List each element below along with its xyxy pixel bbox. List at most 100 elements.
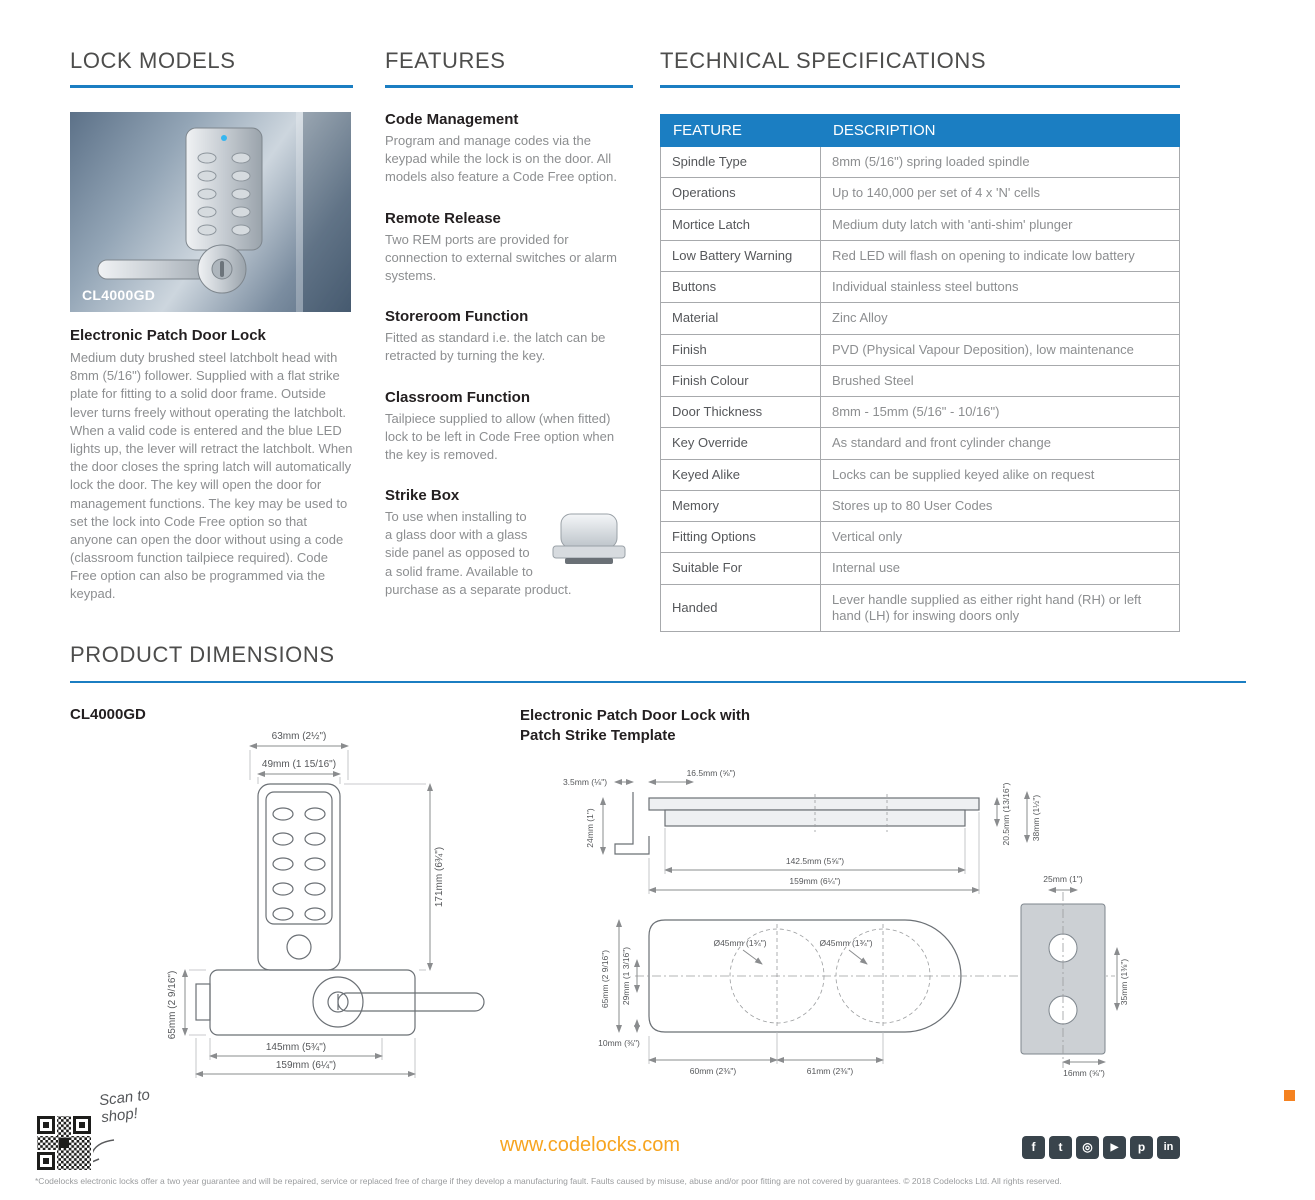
dimension-label: 3.5mm (⅛") [563, 777, 607, 787]
cell-feature: Finish Colour [660, 364, 821, 398]
dimension-label: 49mm (1 15/16") [262, 759, 336, 770]
dimension-label: 38mm (1½") [1031, 795, 1041, 842]
section-underline [70, 681, 1246, 683]
cell-description: 8mm - 15mm (5/16" - 10/16") [820, 395, 1180, 429]
cell-feature: Buttons [660, 270, 821, 304]
dimension-label: 159mm (6¼") [789, 876, 840, 886]
linkedin-icon[interactable]: in [1157, 1136, 1180, 1159]
feature-heading: Classroom Function [385, 388, 531, 406]
dimension-label: 25mm (1") [1043, 874, 1083, 884]
lock-dimension-drawing: 63mm (2½") 49mm (1 15/16") 171mm (6¾") 6… [167, 731, 485, 1078]
cell-description: Vertical only [820, 520, 1180, 554]
features-title: FEATURES [385, 48, 506, 73]
dimension-label: 10mm (⅜") [598, 1038, 640, 1048]
patch-strike-template-drawing: 3.5mm (⅛") 16.5mm (⅝") 24mm (1") 20.5mm … [563, 768, 1129, 1078]
right-drawing-label: Electronic Patch Door Lock with Patch St… [520, 706, 750, 745]
tech-specs-section: TECHNICAL SPECIFICATIONS FEATURE DESCRIP… [660, 48, 1180, 632]
feature-item-strike-box: Strike Box To use when installing to a g… [385, 487, 633, 599]
cell-description: Stores up to 80 User Codes [820, 489, 1180, 523]
dimension-label: 20.5mm (13/16") [1001, 782, 1011, 845]
facebook-icon[interactable]: f [1022, 1136, 1045, 1159]
cell-description: Lever handle supplied as either right ha… [820, 583, 1180, 632]
product-description: Medium duty brushed steel latchbolt head… [70, 350, 353, 602]
section-underline [660, 85, 1180, 88]
dimension-label: 24mm (1") [585, 808, 595, 848]
youtube-icon[interactable]: ▶ [1103, 1136, 1126, 1159]
right-drawing-label-line2: Patch Strike Template [520, 726, 676, 744]
cell-feature: Key Override [660, 427, 821, 460]
cell-feature: Fitting Options [660, 520, 821, 554]
dimension-label: 145mm (5¾") [266, 1042, 326, 1053]
feature-heading: Code Management [385, 111, 519, 128]
cell-description: As standard and front cylinder change [820, 427, 1180, 460]
website-link[interactable]: www.codelocks.com [499, 1134, 681, 1156]
cell-feature: Handed [660, 583, 821, 632]
lock-models-section: LOCK MODELS [70, 48, 353, 604]
section-underline [385, 85, 633, 88]
cell-feature: Operations [660, 177, 821, 210]
lock-photo-art [97, 112, 351, 312]
product-dimensions-header: PRODUCT DIMENSIONS [70, 642, 1246, 683]
feature-text: To use when installing to a glass door w… [385, 509, 572, 597]
dimension-label: 16mm (⅝") [1063, 1068, 1105, 1078]
cell-feature: Finish [660, 333, 821, 366]
feature-item: Storeroom Function Fitted as standard i.… [385, 308, 633, 365]
product-dimensions-title: PRODUCT DIMENSIONS [70, 642, 335, 667]
strike-box-art [552, 513, 626, 565]
dimension-label: 16.5mm (⅝") [687, 768, 736, 778]
dimension-label: 61mm (2⅜") [807, 1066, 854, 1076]
feature-item: Remote Release Two REM ports are provide… [385, 210, 633, 286]
product-photo: CL4000GD [70, 112, 351, 312]
dimension-label: 159mm (6¼") [276, 1059, 336, 1071]
cell-description: Brushed Steel [820, 364, 1180, 398]
lock-silhouette [97, 127, 263, 294]
dimension-label: 29mm (1 3/16") [621, 947, 631, 1005]
cell-description: PVD (Physical Vapour Deposition), low ma… [820, 333, 1180, 366]
cell-description: Red LED will flash on opening to indicat… [820, 239, 1180, 273]
feature-heading: Strike Box [385, 487, 460, 505]
cell-feature: Material [660, 302, 821, 335]
guarantee-fine-print: *Codelocks electronic locks offer a two … [35, 1176, 1062, 1186]
tech-specs-title: TECHNICAL SPECIFICATIONS [660, 48, 987, 73]
cell-description: Internal use [820, 552, 1180, 585]
dimension-label: 171mm (6¾") [434, 847, 445, 907]
feature-heading: Remote Release [385, 209, 501, 227]
feature-item: Classroom Function Tailpiece supplied to… [385, 389, 633, 465]
section-underline [70, 85, 353, 88]
instagram-icon[interactable]: ◎ [1076, 1136, 1099, 1159]
table-header-row: FEATURE DESCRIPTION [660, 114, 1180, 147]
cell-description: Locks can be supplied keyed alike on req… [820, 458, 1180, 491]
col-header-feature: FEATURE [660, 114, 821, 147]
dimension-label: 65mm (2 9/16") [600, 950, 610, 1008]
page-corner-marker [1284, 1090, 1295, 1101]
scan-to-shop-note: Scan to shop! [98, 1086, 151, 1127]
cell-feature: Spindle Type [660, 145, 821, 179]
feature-text: Tailpiece supplied to allow (when fitted… [385, 410, 615, 462]
cell-feature: Suitable For [660, 552, 821, 585]
social-icons: f t ◎ ▶ p in [1022, 1136, 1180, 1159]
dimension-label: 142.5mm (5⅝") [786, 856, 844, 866]
pinterest-icon[interactable]: p [1130, 1136, 1153, 1159]
feature-text: Program and manage codes via the keypad … [385, 133, 617, 185]
feature-heading: Storeroom Function [385, 308, 529, 326]
blue-led [221, 135, 227, 141]
cell-feature: Memory [660, 489, 821, 523]
cell-feature: Keyed Alike [660, 458, 821, 491]
strike-box-photo [545, 510, 633, 574]
cell-feature: Low Battery Warning [660, 239, 821, 273]
dimension-label: 63mm (2½") [272, 731, 327, 742]
twitter-icon[interactable]: t [1049, 1136, 1072, 1159]
feature-text: Two REM ports are provided for connectio… [385, 231, 617, 283]
